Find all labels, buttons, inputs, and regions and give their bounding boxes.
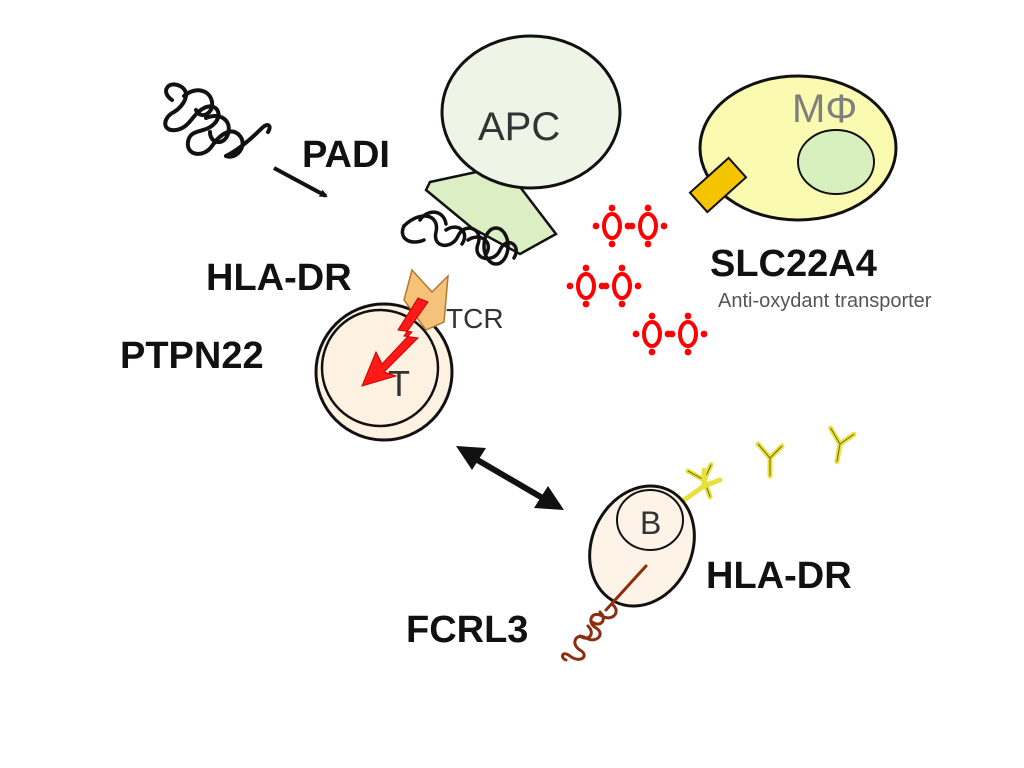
b-cell: B: [588, 484, 696, 608]
macrophage-cell: MΦ: [688, 74, 898, 222]
y-antibody-icon: [755, 441, 785, 479]
slc22a4-note: Anti-oxydant transporter: [718, 290, 932, 312]
hla-dr-top-label: HLA-DR: [206, 257, 352, 299]
antibodies: [681, 425, 857, 503]
padi-label: PADI: [302, 134, 390, 176]
y-antibody-icon: [828, 425, 857, 465]
apc-body: [440, 34, 622, 190]
b-cell-label: B: [640, 505, 661, 541]
b-cell-antibody-icon: [681, 467, 723, 503]
double-arrow-icon: [456, 446, 564, 510]
macrophage-label: MΦ: [792, 87, 857, 131]
apc-cell: APC: [424, 34, 622, 256]
lightning-bolt-icon: [361, 297, 429, 387]
slc22a4-receptor: [688, 156, 748, 214]
ros-molecule-icon: [602, 264, 642, 308]
t-cell-label: T: [388, 363, 410, 404]
fcrl3-label: FCRL3: [406, 609, 528, 651]
macrophage-nucleus: [797, 129, 875, 195]
ros-molecule-icon: [628, 204, 668, 248]
ros-molecule-icon: [668, 312, 708, 356]
hla-dr-bottom-label: HLA-DR: [706, 555, 852, 597]
oxidant-molecules: [566, 204, 708, 356]
slc22a4-label: SLC22A4: [710, 243, 877, 285]
fcrl3-receptor-icon: [561, 564, 648, 662]
ros-molecule-icon: [566, 264, 606, 308]
ros-molecule-icon: [592, 204, 632, 248]
apc-label: APC: [478, 105, 560, 149]
free-peptide-coil-icon: [163, 82, 272, 159]
b-cell-nucleus: [616, 489, 684, 551]
tcr-label: TCR: [446, 303, 504, 334]
padi-arrow: [273, 166, 328, 198]
presented-peptide-coil-icon: [400, 210, 518, 266]
ros-molecule-icon: [632, 312, 672, 356]
ptpn22-label: PTPN22: [120, 335, 264, 377]
